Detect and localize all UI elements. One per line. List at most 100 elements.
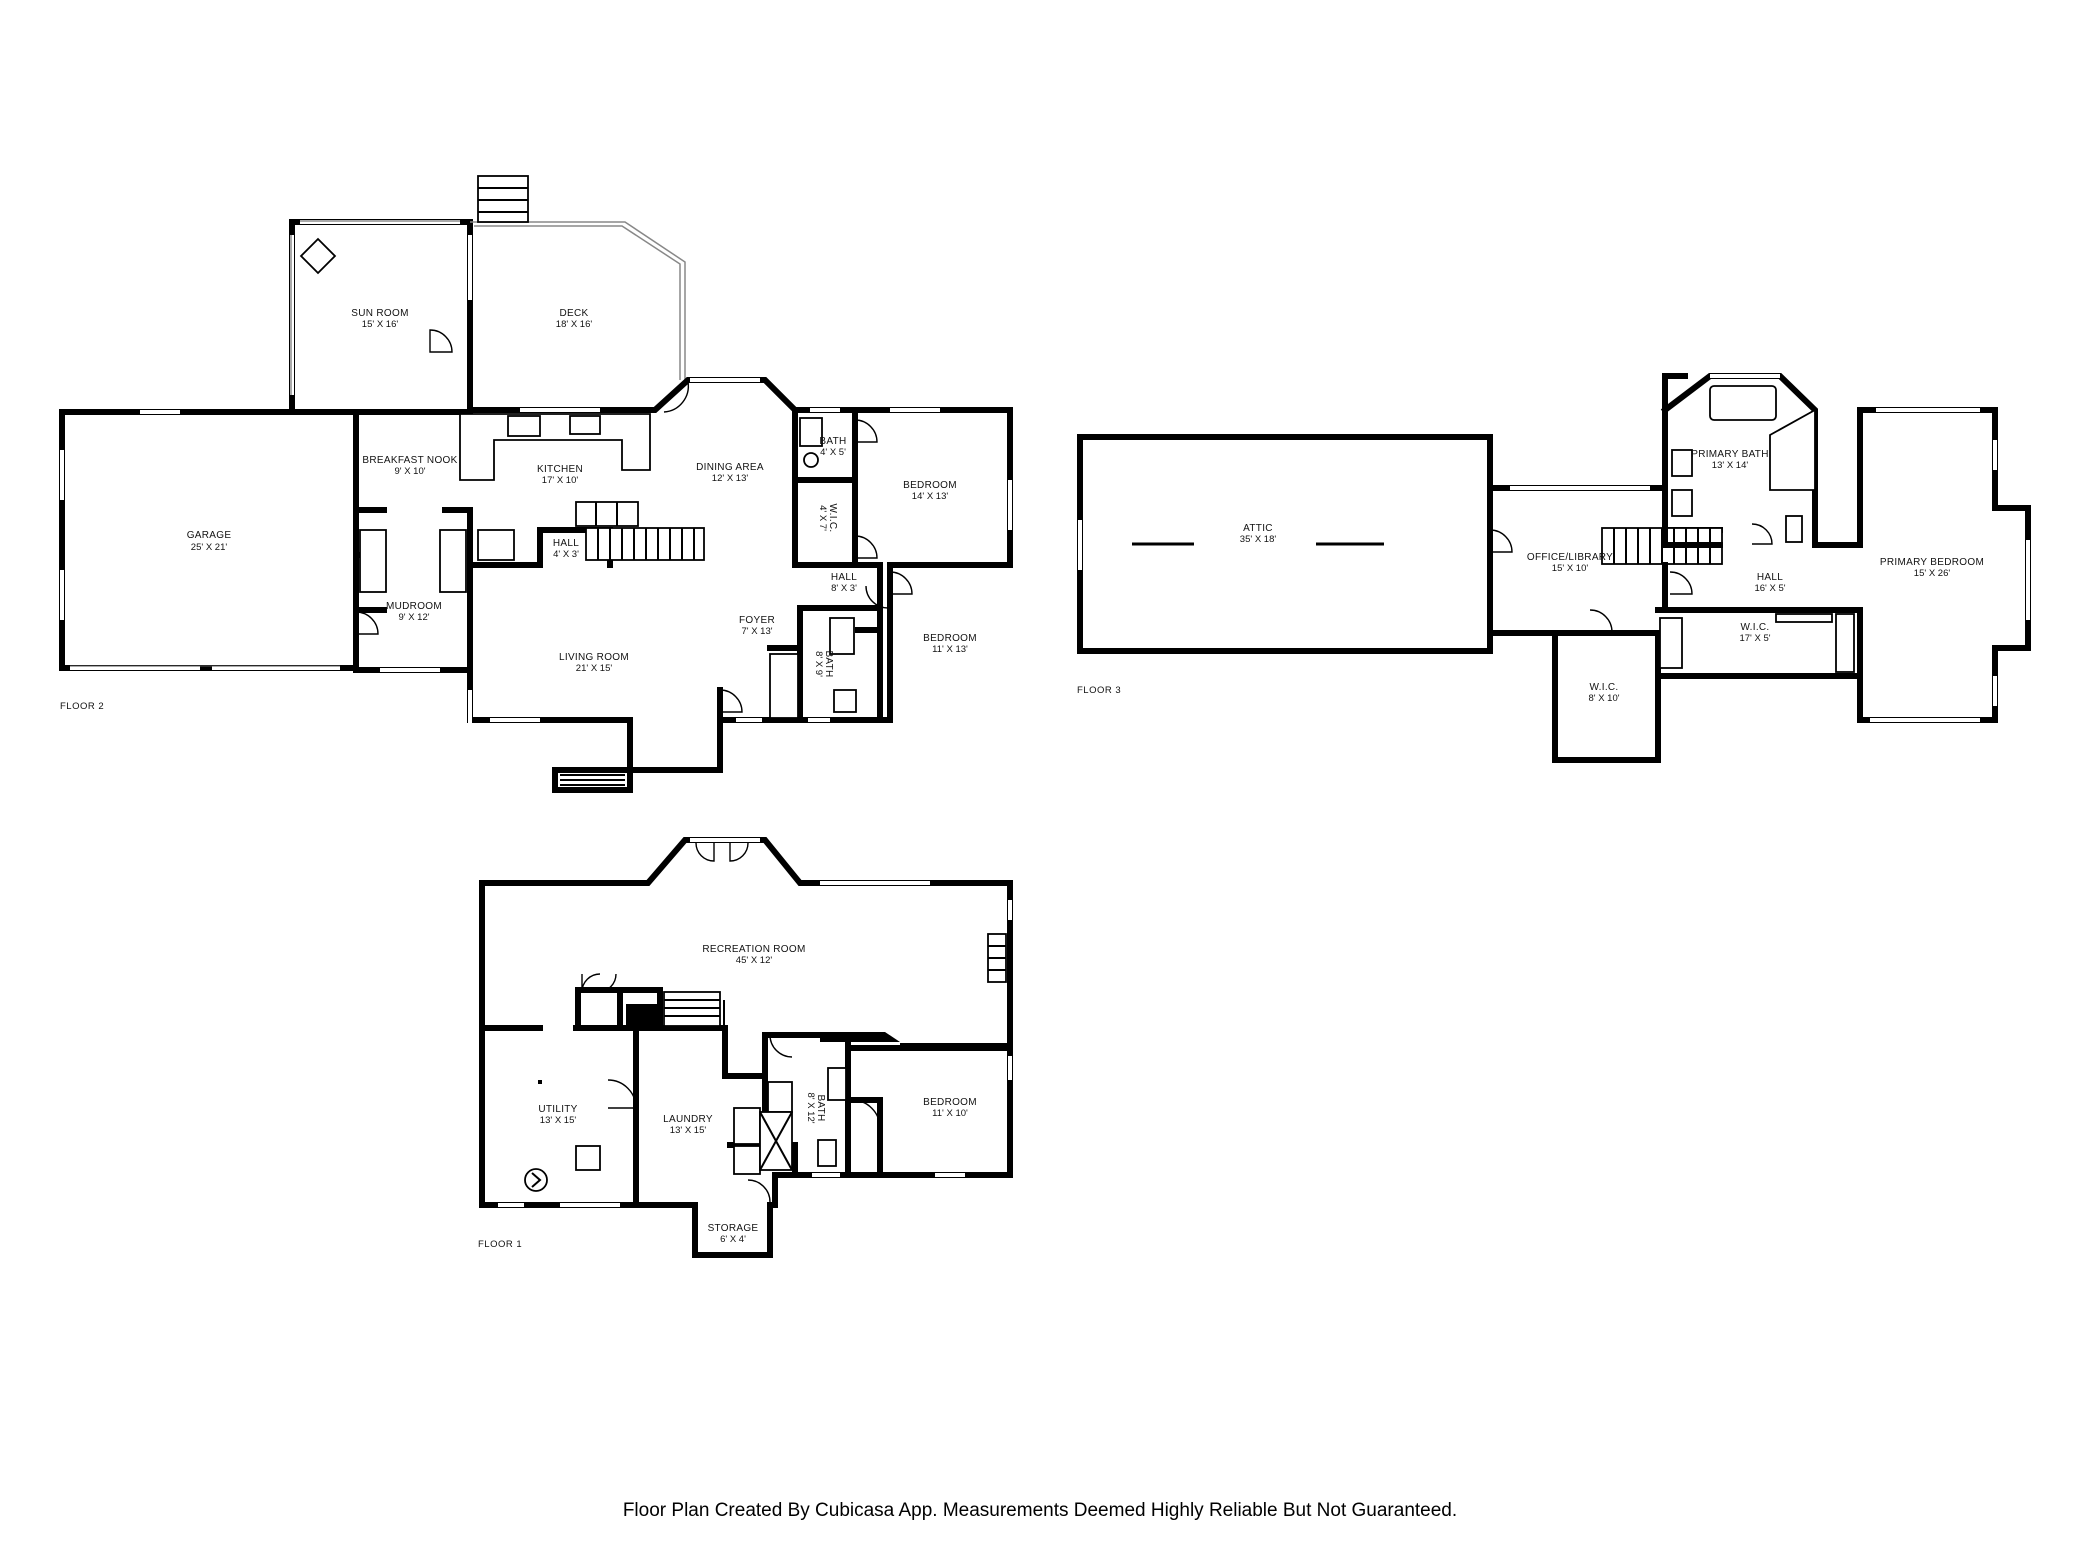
fireplace <box>552 767 633 793</box>
floor-2: GARAGE 25' X 21' SUN ROOM 15' X 16' DECK… <box>59 175 1013 793</box>
room-name: DECK <box>560 308 589 319</box>
shelf <box>1835 613 1855 673</box>
room-name: BEDROOM <box>903 480 957 491</box>
door-swing-icon <box>719 689 743 713</box>
door-swing-icon <box>769 1034 793 1058</box>
room-dim: 13' X 14' <box>1712 460 1749 471</box>
room-dim: 11' X 10' <box>932 1108 968 1119</box>
column <box>626 1004 658 1028</box>
interior-wall <box>622 987 663 1031</box>
room-name: FOYER <box>739 615 775 626</box>
room-dim: 11' X 13' <box>932 644 968 655</box>
room-name: GARAGE <box>187 530 232 541</box>
sink-icon <box>1671 449 1693 477</box>
door-swing-icon <box>597 973 617 993</box>
furnace-icon <box>524 1168 548 1192</box>
room-name: RECREATION ROOM <box>702 944 805 955</box>
room-dim: 17' X 5' <box>1739 633 1770 644</box>
mudroom-bench <box>439 529 467 593</box>
door-swing-icon <box>889 571 913 595</box>
room-name: W.I.C. <box>1589 682 1618 693</box>
room-name: DINING AREA <box>696 462 764 473</box>
floor-3: ATTIC 35' X 18' OFFICE/LIBRARY 15' X 10'… <box>1077 373 2031 763</box>
door-swing-icon <box>429 329 453 353</box>
shelf <box>1659 617 1683 669</box>
column <box>820 1032 900 1042</box>
door-swing-icon <box>854 419 878 443</box>
toilet-icon <box>799 417 823 447</box>
toilet-icon <box>817 1139 837 1167</box>
toilet-icon <box>833 689 857 713</box>
interior-wall <box>633 1025 793 1079</box>
room-name: HALL <box>831 572 857 583</box>
room-dim: 4' X 5' <box>820 447 846 458</box>
door-swing-icon <box>747 1179 771 1203</box>
room-dim: 15' X 16' <box>362 319 399 330</box>
room-dim: 12' X 13' <box>712 473 749 484</box>
door-swing-icon <box>581 973 601 993</box>
room-name: BEDROOM <box>923 633 977 644</box>
door-swing-icon <box>854 535 878 559</box>
room-dim: 18' X 16' <box>556 319 593 330</box>
interior-wall <box>575 987 623 1031</box>
interior-wall <box>849 1097 883 1173</box>
door-swing-icon <box>1669 571 1693 595</box>
room-name: W.I.C. <box>827 503 838 532</box>
room-name: BATH <box>819 436 846 447</box>
room-dim: 35' X 18' <box>1240 534 1277 545</box>
room-dim: 25' X 21' <box>191 542 228 553</box>
room-dim: 17' X 10' <box>542 475 579 486</box>
door-swing-icon <box>663 381 690 413</box>
vanity-icon <box>829 617 855 655</box>
room-name: BREAKFAST NOOK <box>362 455 457 466</box>
furnace-icon <box>531 1172 542 1188</box>
skylight-icon <box>299 237 337 275</box>
floor-1: RECREATION ROOM 45' X 12' UTILITY 13' X … <box>478 837 1013 1258</box>
room-dim: 13' X 15' <box>540 1115 577 1126</box>
kitchen-island <box>575 501 639 527</box>
floor-label: FLOOR 2 <box>60 701 104 712</box>
room-name: OFFICE/LIBRARY <box>1527 552 1613 563</box>
door-swing-icon <box>729 842 749 862</box>
room-name: SUN ROOM <box>351 308 408 319</box>
sink-icon <box>569 415 601 435</box>
deck-outline <box>474 225 681 380</box>
interior-wall <box>353 507 473 568</box>
washer-icon <box>733 1107 761 1145</box>
bathtub-icon <box>1709 385 1777 421</box>
sink-icon <box>803 452 819 468</box>
room-dim: 14' X 13' <box>912 491 949 502</box>
room-dim: 13' X 15' <box>670 1125 707 1136</box>
room-name: LIVING ROOM <box>559 652 629 663</box>
door-swing-icon <box>851 1099 881 1129</box>
room-name: BATH <box>823 650 834 677</box>
room-name: MUDROOM <box>386 601 442 612</box>
water-heater-icon <box>575 1145 601 1171</box>
room-name: LAUNDRY <box>663 1114 713 1125</box>
sink-icon <box>767 1081 793 1113</box>
mudroom-bench <box>359 529 387 593</box>
hall-walls <box>1655 607 1863 679</box>
room-dim: 16' X 5' <box>1754 583 1785 594</box>
door-swing-icon <box>1751 523 1773 545</box>
sink-icon <box>1671 489 1693 517</box>
room-name: ATTIC <box>1243 523 1273 534</box>
room-dim: 15' X 26' <box>1914 568 1951 579</box>
room-dim: 4' X 3' <box>553 549 579 560</box>
shelf <box>1775 613 1833 623</box>
walls <box>1662 485 1723 548</box>
room-dim: 4' X 7' <box>817 505 828 531</box>
toilet-icon <box>1785 515 1803 543</box>
room-dim: 15' X 10' <box>1552 563 1589 574</box>
sink-icon <box>827 1067 847 1101</box>
room-dim: 45' X 12' <box>736 955 773 966</box>
stove-icon <box>507 415 541 437</box>
room-name: STORAGE <box>708 1223 759 1234</box>
door-swing-icon <box>1589 609 1613 633</box>
disclaimer-text: Floor Plan Created By Cubicasa App. Meas… <box>622 1500 1458 1521</box>
room-name: UTILITY <box>538 1104 577 1115</box>
room-dim: 21' X 15' <box>576 663 613 674</box>
room-dim: 8' X 10' <box>1588 693 1619 704</box>
room-name: PRIMARY BATH <box>1691 449 1769 460</box>
